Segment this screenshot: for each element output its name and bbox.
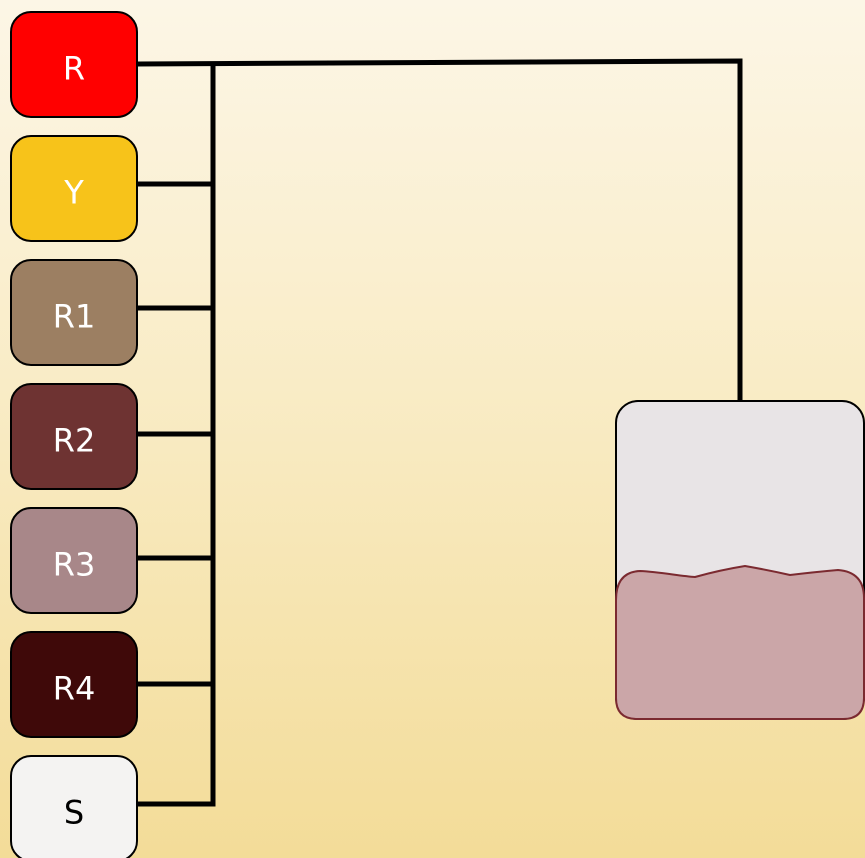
source-label-r2: R2 [53,422,96,460]
source-label-y: Y [63,174,84,212]
source-r3: R3 [10,507,138,614]
wiring [135,58,743,807]
source-label-r: R [63,50,85,88]
source-box-r [10,11,138,118]
source-r1: R1 [10,259,138,366]
source-box-r2 [10,383,138,490]
container-liquid [615,564,865,720]
source-s: S [10,755,138,858]
mixing-container [615,400,865,720]
source-box-r1 [10,259,138,366]
source-label-s: S [64,794,84,832]
source-label-r1: R1 [53,298,96,336]
source-box-s [10,755,138,858]
source-r2: R2 [10,383,138,490]
source-y: Y [10,135,138,242]
source-r: R [10,11,138,118]
source-box-r4 [10,631,138,738]
source-label-r4: R4 [53,670,96,708]
feed-line-to-container [135,58,743,403]
source-box-r3 [10,507,138,614]
source-r4: R4 [10,631,138,738]
source-label-r3: R3 [53,546,96,584]
source-box-y [10,135,138,242]
